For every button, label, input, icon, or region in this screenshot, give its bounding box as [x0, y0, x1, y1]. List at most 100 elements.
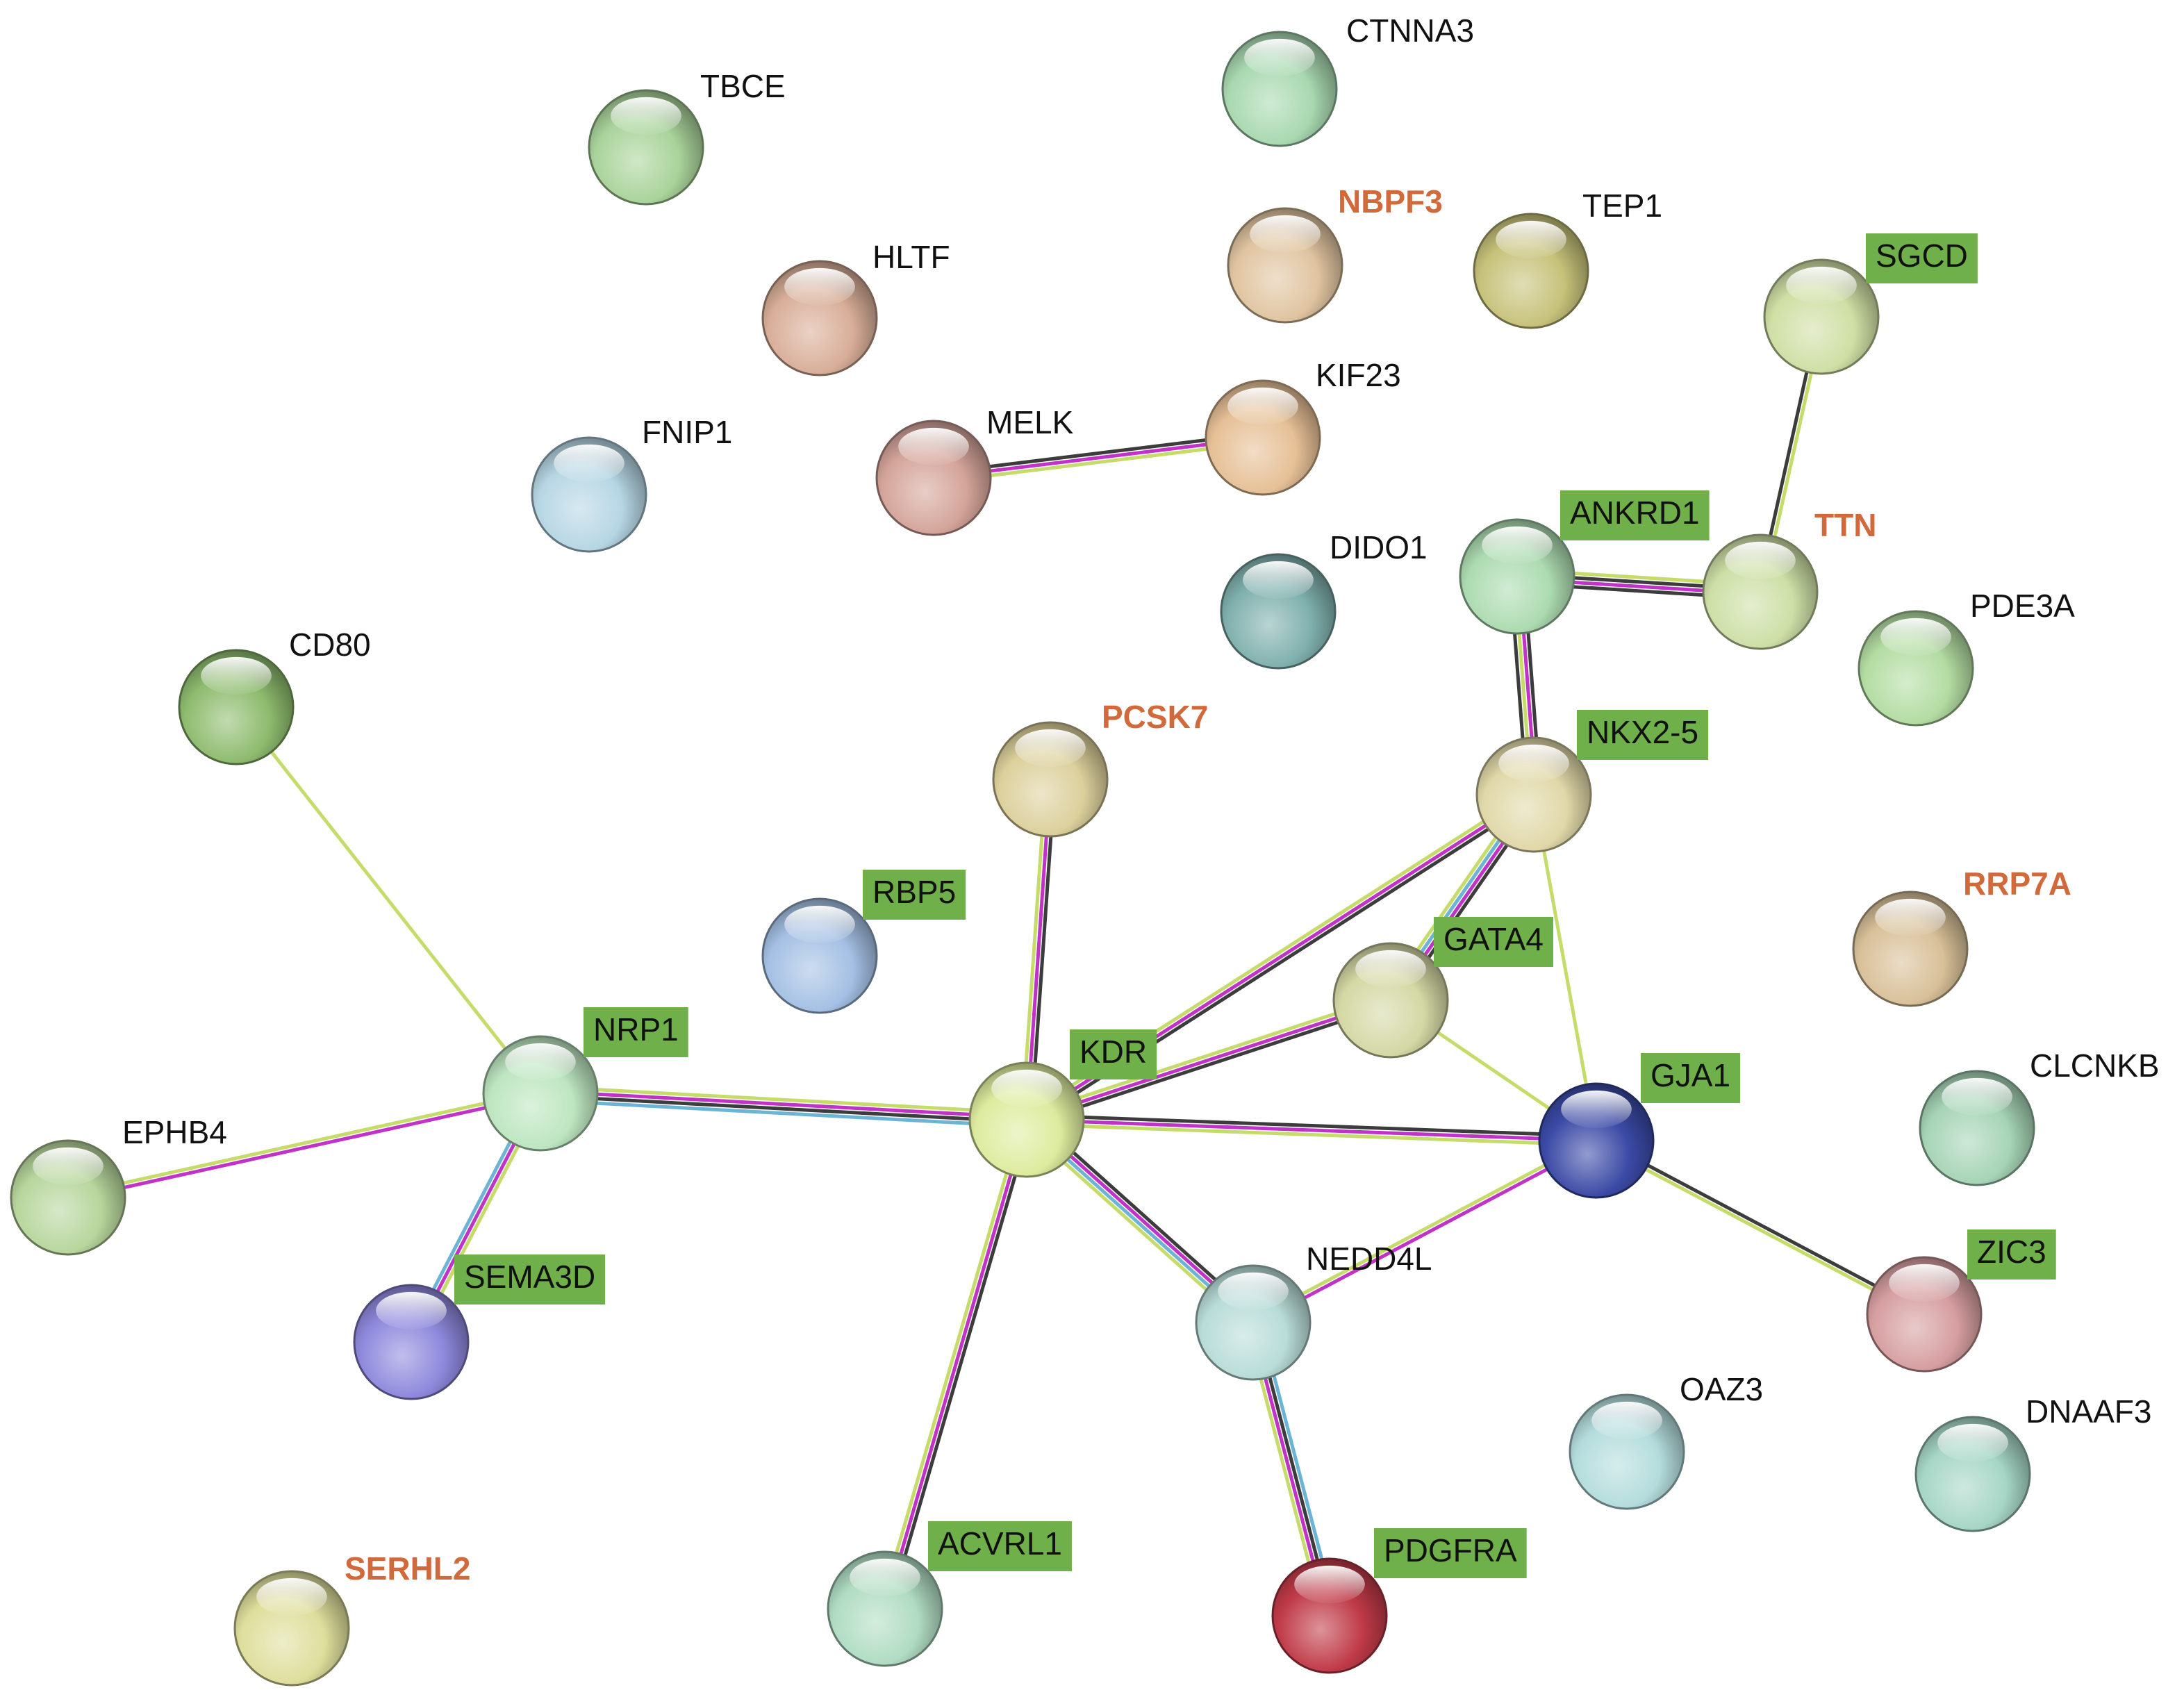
node-nrp1[interactable]: NRP1 — [482, 1007, 688, 1152]
edge-NKX2-5-GJA1 — [1532, 794, 1598, 1141]
edge-line-experiments — [1253, 1141, 1598, 1327]
node-gata4[interactable]: GATA4 — [1332, 917, 1553, 1059]
node-tbce[interactable]: TBCE — [588, 68, 786, 206]
sphere-highlight — [256, 1577, 327, 1616]
node-label: SGCD — [1876, 238, 1968, 274]
sphere-highlight — [1250, 215, 1321, 253]
edge-line-experiments — [1026, 1118, 1597, 1143]
edge-CD80-NRP1 — [235, 706, 542, 1095]
node-zic3[interactable]: ZIC3 — [1866, 1229, 2056, 1373]
node-label: NRP1 — [593, 1011, 679, 1047]
edge-GATA4-KDR — [1025, 994, 1393, 1126]
sphere-highlight — [1498, 744, 1569, 782]
edge-line-coexpression — [1027, 1002, 1393, 1126]
sphere-highlight — [1561, 1090, 1632, 1128]
node-label: KDR — [1079, 1034, 1147, 1070]
sphere-highlight — [1937, 1423, 2008, 1461]
node-gja1[interactable]: GJA1 — [1538, 1053, 1741, 1199]
node-acvrl1[interactable]: ACVRL1 — [827, 1521, 1072, 1667]
sphere-highlight — [1218, 1272, 1289, 1310]
sphere-highlight — [850, 1558, 920, 1596]
sphere-highlight — [784, 267, 855, 306]
sphere-highlight — [1591, 1401, 1662, 1439]
sphere-highlight — [376, 1291, 447, 1330]
edge-KDR-ACVRL1 — [879, 1118, 1033, 1611]
edge-line-textmining — [540, 1084, 1027, 1115]
node-kdr[interactable]: KDR — [968, 1029, 1157, 1178]
label-highlight-box — [1641, 1053, 1741, 1103]
node-melk[interactable]: MELK — [875, 404, 1074, 536]
sphere-highlight — [1496, 220, 1566, 258]
node-cd80[interactable]: CD80 — [178, 627, 371, 765]
sphere-highlight — [1243, 561, 1314, 599]
edge-line-textmining — [1025, 994, 1390, 1118]
sphere-highlight — [991, 1069, 1062, 1107]
node-fnip1[interactable]: FNIP1 — [531, 414, 732, 553]
node-serhl2[interactable]: SERHL2 — [233, 1550, 470, 1687]
node-ephb4[interactable]: EPHB4 — [10, 1114, 227, 1256]
node-label: CLCNKB — [2030, 1047, 2160, 1084]
edge-line-coexpression — [887, 1120, 1033, 1611]
node-kif23[interactable]: KIF23 — [1205, 357, 1401, 496]
edge-GJA1-ZIC3 — [1594, 1136, 1926, 1318]
node-label: MELK — [986, 404, 1074, 440]
sphere-highlight — [784, 905, 855, 943]
label-highlight-box — [1374, 1528, 1527, 1578]
label-highlight-box — [584, 1007, 688, 1057]
node-sema3d[interactable]: SEMA3D — [353, 1254, 606, 1400]
edge-line-experiments — [68, 1093, 542, 1202]
node-label: RRP7A — [1963, 866, 2071, 902]
node-label: FNIP1 — [642, 414, 732, 450]
edge-line-textmining — [1594, 1141, 1924, 1318]
node-pdgfra[interactable]: PDGFRA — [1271, 1528, 1527, 1674]
edge-EPHB4-NRP1 — [67, 1089, 542, 1202]
node-rrp7a[interactable]: RRP7A — [1852, 866, 2071, 1007]
node-label: PDGFRA — [1384, 1532, 1517, 1568]
node-ctnna3[interactable]: CTNNA3 — [1221, 13, 1474, 147]
label-highlight-box — [1577, 710, 1709, 760]
node-label: RBP5 — [872, 874, 956, 910]
node-dnaaf3[interactable]: DNAAF3 — [1914, 1393, 2151, 1532]
sphere-highlight — [611, 97, 681, 135]
node-label: CTNNA3 — [1346, 13, 1474, 49]
node-sgcd[interactable]: SGCD — [1763, 233, 1978, 375]
node-clcnkb[interactable]: CLCNKB — [1919, 1047, 2160, 1186]
sphere-highlight — [1942, 1077, 2012, 1116]
sphere-highlight — [1482, 526, 1553, 564]
node-hltf[interactable]: HLTF — [761, 239, 950, 376]
node-rbp5[interactable]: RBP5 — [761, 870, 966, 1014]
label-highlight-box — [928, 1521, 1072, 1571]
node-label: NBPF3 — [1338, 183, 1443, 220]
edge-line-coexpression — [540, 1093, 1027, 1124]
node-ttn[interactable]: TTN — [1702, 507, 1876, 650]
sphere-highlight — [1889, 1264, 1960, 1302]
edge-line-textmining — [1251, 1136, 1596, 1323]
node-ankrd1[interactable]: ANKRD1 — [1459, 490, 1710, 635]
node-nedd4l[interactable]: NEDD4L — [1195, 1241, 1432, 1381]
sphere-highlight — [1355, 950, 1426, 988]
node-nkx2-5[interactable]: NKX2-5 — [1475, 710, 1709, 853]
edge-line-textmining — [1532, 794, 1598, 1141]
edge-line-experiments — [540, 1089, 1027, 1120]
sphere-highlight — [1015, 729, 1086, 767]
node-label: GJA1 — [1651, 1057, 1730, 1093]
edge-line-textmining — [879, 1118, 1025, 1608]
edge-line-database — [540, 1098, 1027, 1129]
node-dido1[interactable]: DIDO1 — [1220, 529, 1428, 670]
node-pde3a[interactable]: PDE3A — [1858, 588, 2075, 727]
node-label: ACVRL1 — [938, 1525, 1062, 1562]
node-tep1[interactable]: TEP1 — [1473, 188, 1662, 329]
node-label: SEMA3D — [464, 1259, 595, 1295]
label-highlight-box — [1070, 1029, 1157, 1079]
node-label: NKX2-5 — [1587, 714, 1698, 750]
label-highlight-box — [454, 1254, 606, 1305]
sphere-highlight — [898, 427, 969, 465]
node-label: PDE3A — [1970, 588, 2075, 624]
node-nbpf3[interactable]: NBPF3 — [1227, 183, 1443, 324]
node-pcsk7[interactable]: PCSK7 — [992, 699, 1208, 838]
sphere-highlight — [1227, 387, 1298, 425]
sphere-highlight — [1875, 898, 1946, 936]
node-oaz3[interactable]: OAZ3 — [1569, 1371, 1763, 1510]
node-label: TBCE — [700, 68, 786, 104]
